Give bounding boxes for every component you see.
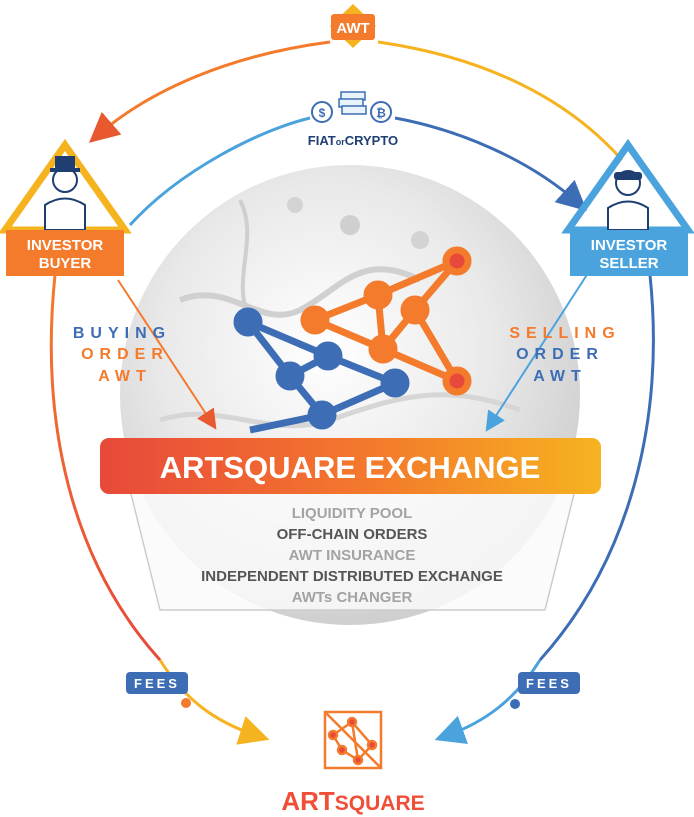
investor-buyer-box <box>6 230 124 276</box>
awt-token-badge: AWT <box>330 4 376 48</box>
buying-order-line3: AWT <box>98 368 152 385</box>
investor-buyer-line1: INVESTOR <box>27 237 104 254</box>
investor-buyer-line2: BUYER <box>39 255 92 272</box>
awt-to-buyer-arc <box>88 40 331 143</box>
selling-order-line1: SELLING <box>509 325 620 342</box>
investor-seller-box <box>570 230 688 276</box>
feature-independent-exchange: INDEPENDENT DISTRIBUTED EXCHANGE <box>201 568 503 585</box>
buying-order-arrow <box>117 279 217 430</box>
left-outer-arc <box>49 274 162 662</box>
feature-awts-changer: AWTs CHANGER <box>292 589 413 606</box>
selling-order-arrow <box>485 269 591 432</box>
selling-order-line3: AWT <box>533 368 587 385</box>
seller-to-awt-arc <box>377 40 624 161</box>
fees-left-dot <box>181 698 191 708</box>
awt-token-label: AWT <box>336 20 369 37</box>
blue-network-shape <box>233 307 410 434</box>
dollar-coin-icon: $ <box>311 101 333 123</box>
right-outer-arc <box>538 274 655 662</box>
fees-right-label: FEES <box>526 676 572 691</box>
feature-off-chain-orders: OFF-CHAIN ORDERS <box>277 526 428 543</box>
buying-order-line2: ORDER <box>81 346 169 363</box>
fees-right-badge <box>518 672 580 694</box>
feature-liquidity-pool: LIQUIDITY POOL <box>292 505 413 522</box>
feature-awt-insurance: AWT INSURANCE <box>289 547 416 564</box>
fees-left-badge <box>126 672 188 694</box>
payment-arc-right <box>394 116 587 212</box>
bitcoin-coin-icon: ₿ <box>370 101 392 123</box>
buyer-avatar-icon <box>0 138 132 234</box>
payment-arc-left <box>128 116 311 227</box>
fiat-or-crypto-label: FIATorCRYPTO <box>308 133 398 148</box>
selling-order-line2: ORDER <box>516 346 604 363</box>
artsquare-logo-icon <box>323 710 383 770</box>
investor-seller-line2: SELLER <box>599 255 658 272</box>
svg-text:$: $ <box>319 106 326 120</box>
fees-left-arrow <box>158 659 270 745</box>
banknote-stack-icon <box>338 91 367 115</box>
seller-avatar-icon <box>561 138 694 234</box>
exchange-title: ARTSQUARE EXCHANGE <box>160 450 541 485</box>
buying-order-line1: BUYING <box>73 325 171 342</box>
exchange-banner <box>100 438 601 494</box>
artsquare-wordmark: ARTSQUARE <box>281 786 424 816</box>
fees-right-dot <box>510 699 520 709</box>
svg-text:₿: ₿ <box>376 106 386 120</box>
fees-right-arrow <box>434 659 542 745</box>
investor-seller-line1: INVESTOR <box>591 237 668 254</box>
fees-left-label: FEES <box>134 676 180 691</box>
orange-network-shape <box>300 246 472 396</box>
